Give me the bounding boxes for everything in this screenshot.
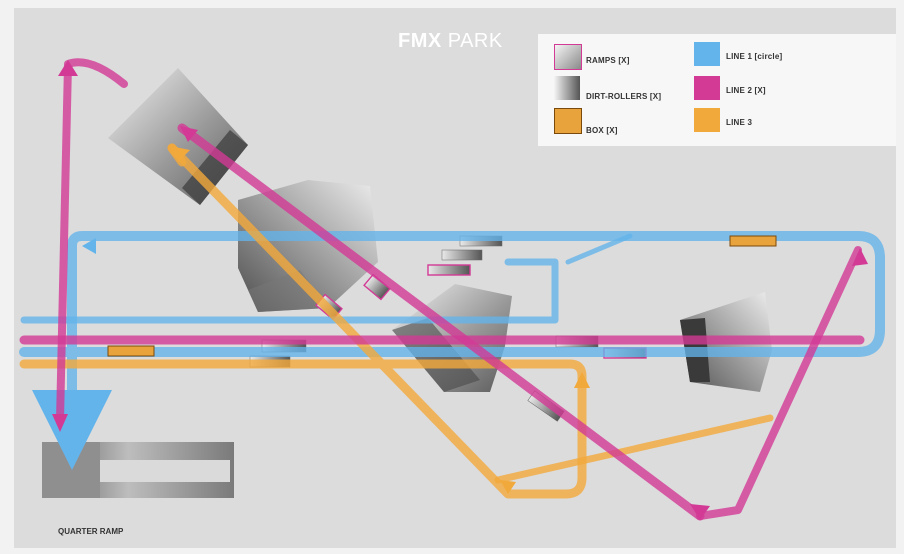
legend-line2-swatch (694, 76, 720, 100)
legend-line2-label: LINE 2 [X] (726, 86, 766, 95)
legend-dirt-swatch (554, 76, 580, 100)
legend-line1-swatch (694, 42, 720, 66)
legend-box-swatch (554, 108, 582, 134)
ramp-center-left (238, 180, 378, 312)
map-title-bold: FMX (398, 30, 442, 52)
legend-box-label: BOX [X] (586, 126, 618, 135)
line-1-path (19, 231, 885, 470)
legend-ramps-label: RAMPS [X] (586, 56, 630, 65)
map-title-light: PARK (447, 30, 503, 52)
box-obstacles (107, 235, 777, 357)
arrow-heads (52, 60, 868, 520)
legend-line3-label: LINE 3 (726, 118, 753, 127)
legend-ramps-swatch (554, 44, 582, 70)
legend-dirt-label: DIRT-ROLLERS [X] (586, 92, 662, 101)
park-diagram (19, 58, 885, 521)
quarter-ramp-label: QUARTER RAMP (58, 527, 124, 536)
legend-line1-label: LINE 1 [circle] (726, 52, 783, 61)
legend-line3-swatch (694, 108, 720, 132)
quarter-ramp (42, 442, 234, 498)
ramp-top-left (108, 68, 248, 205)
legend: RAMPS [X] DIRT-ROLLERS [X] BOX [X] LINE … (538, 34, 896, 146)
